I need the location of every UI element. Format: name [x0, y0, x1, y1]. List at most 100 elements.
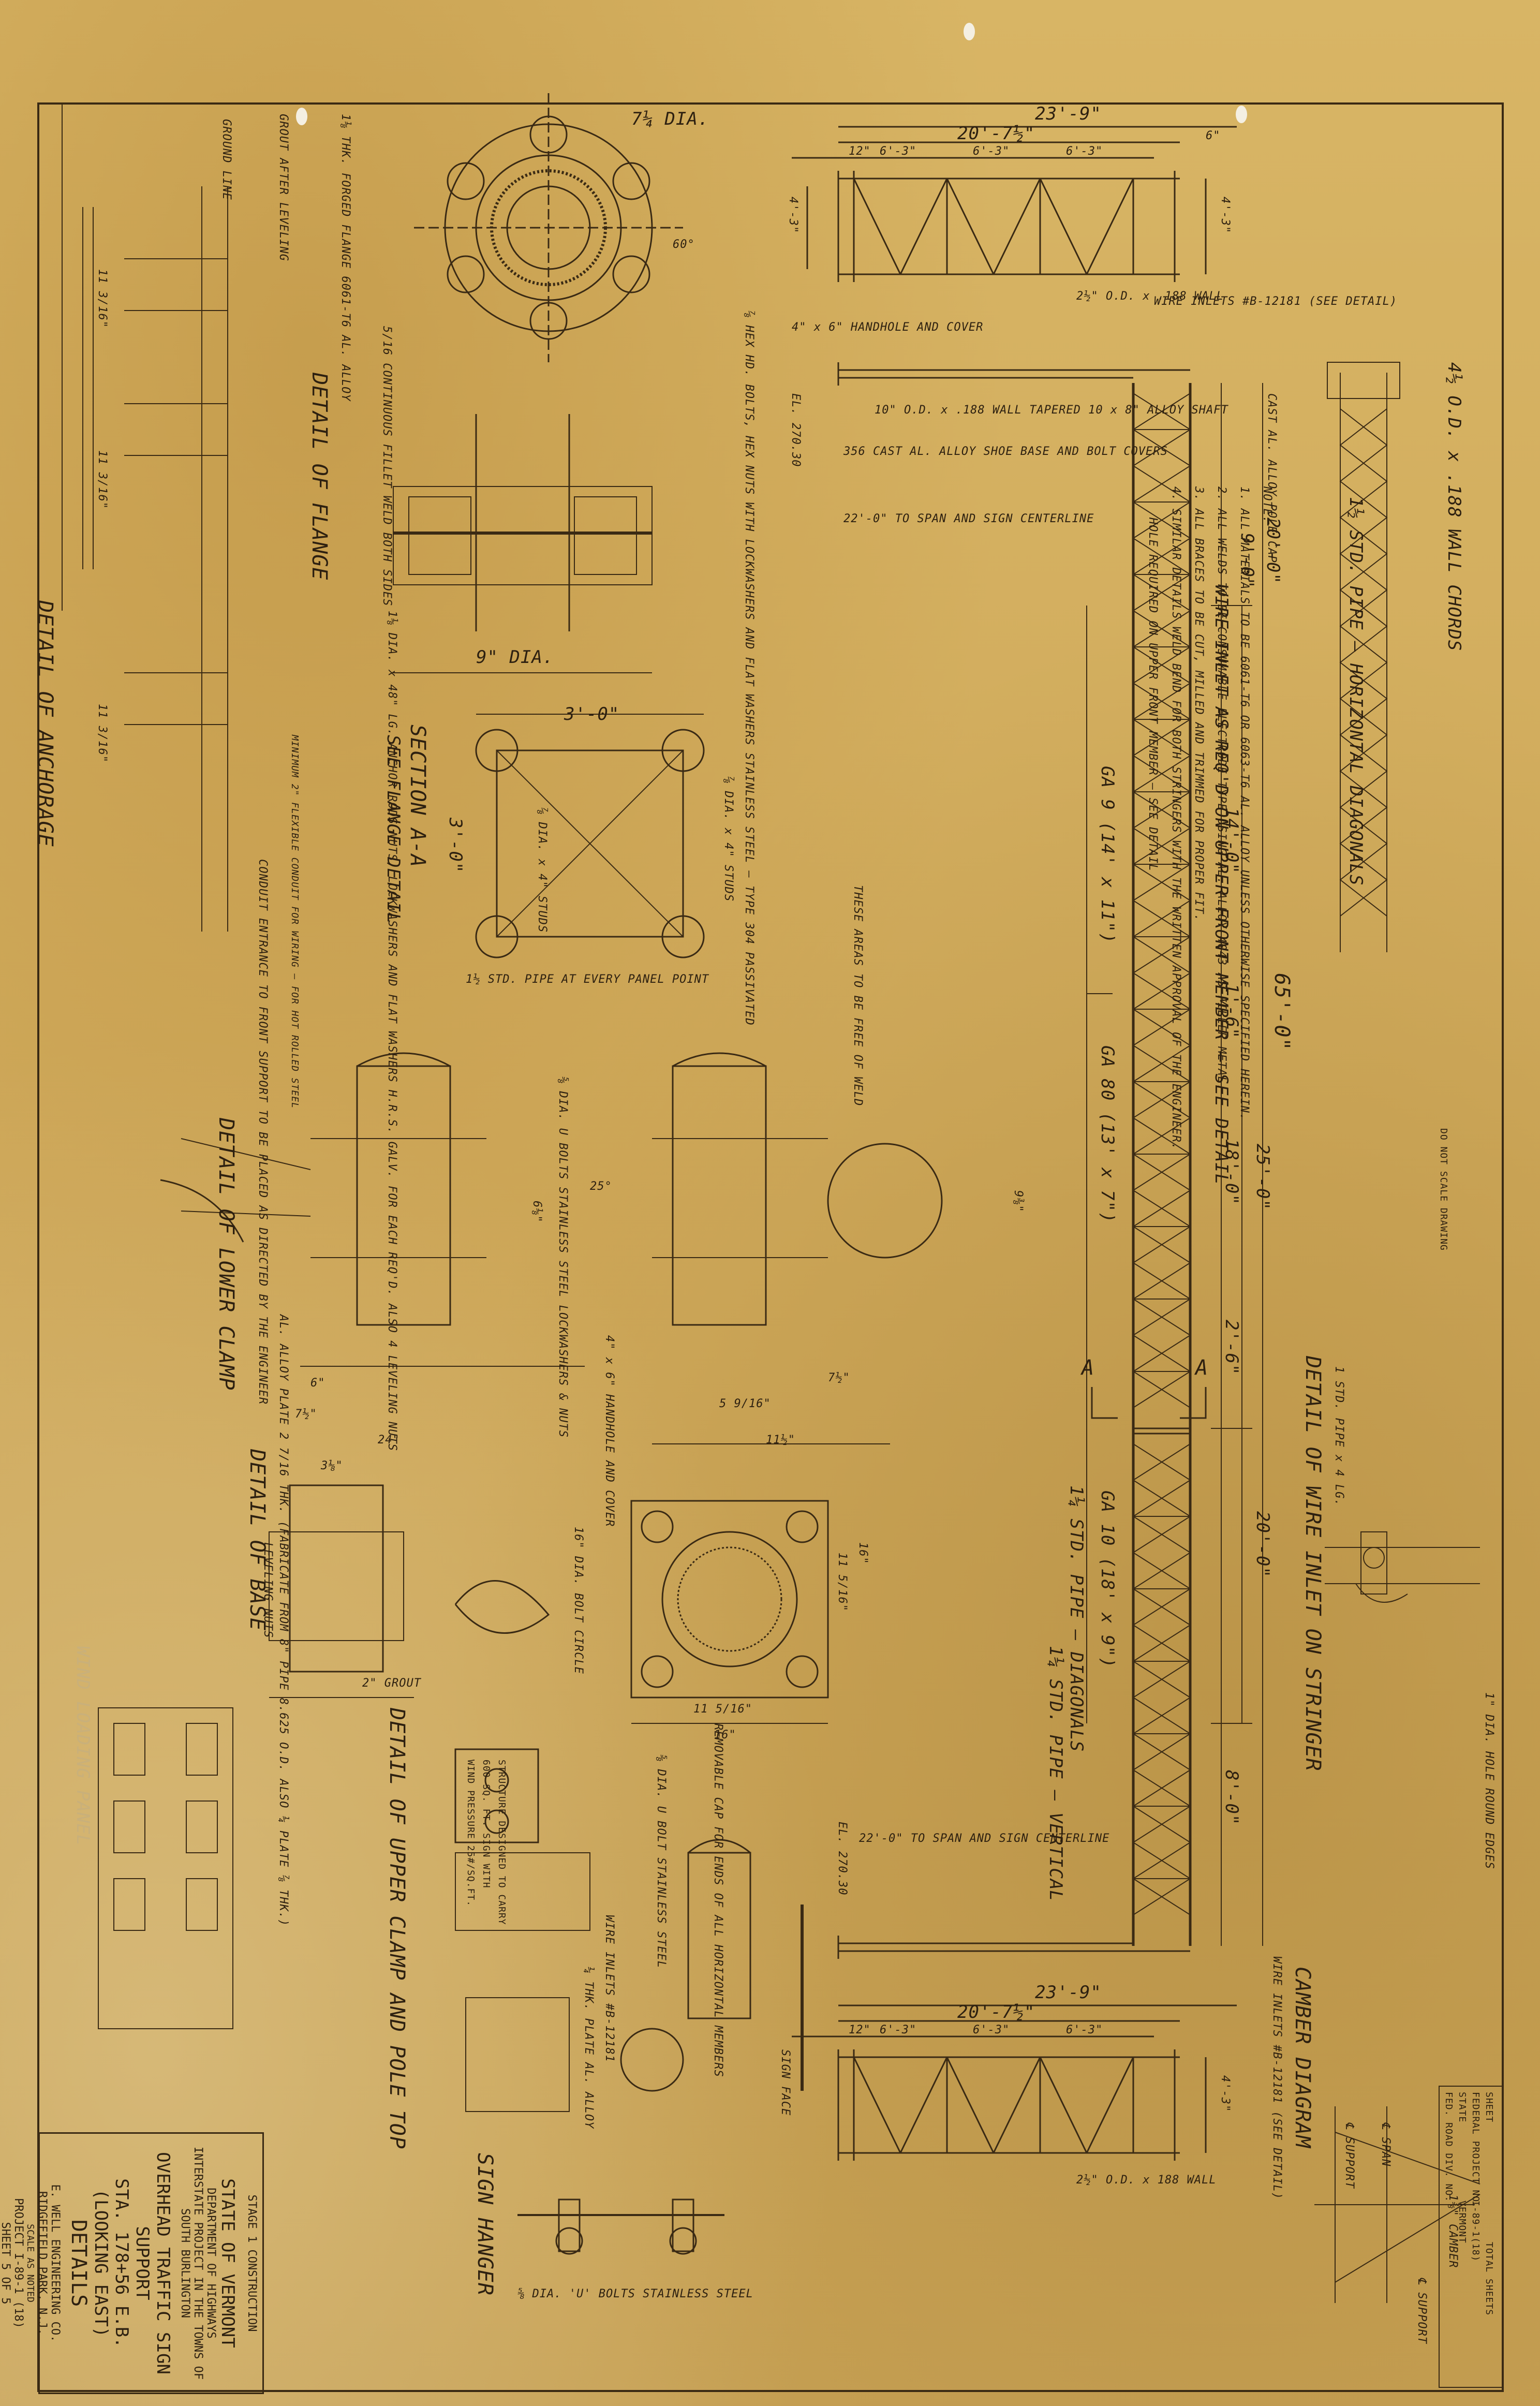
tb-department: DEPARTMENT OF HIGHWAYS — [204, 2188, 217, 2339]
ga10-label: GA 10 (18' x 9") — [1097, 1490, 1118, 1669]
tb-station: STA. 178+56 E.B. (LOOKING EAST) — [91, 2178, 132, 2348]
bot-panel-1: 6'-3" — [880, 2024, 917, 2036]
tb-location: RIDGEFIELD PARK, N.J. — [36, 2191, 49, 2336]
base-detail — [269, 1484, 829, 1724]
horizontal-pipe-note: 1½ STD. PIPE — HORIZONTAL DIAGONALS — [1345, 497, 1366, 886]
lc-dim-a: 6⅛" — [530, 1201, 543, 1223]
section-a-left: A — [1082, 1356, 1095, 1380]
studs-1: ⅞ DIA. x 4" STUDS — [536, 807, 549, 933]
lc-dim-5-9-16: 5 9/16" — [719, 1397, 771, 1410]
hdr-state: VERMONT — [1457, 2201, 1468, 2243]
upper-clamp-label: DETAIL OF UPPER CLAMP AND POLE TOP — [385, 1708, 409, 2149]
wind-loading-faded: WIND LOADING PANEL — [72, 1646, 93, 1846]
weld-section — [98, 1707, 233, 2029]
flange-plan — [414, 93, 683, 362]
tb-engineer: E. WELL ENGINEERING CO. — [49, 2184, 62, 2342]
bot-panel-0: 12" — [849, 2024, 871, 2036]
lower-clamp — [160, 1052, 943, 1444]
centerline-bot-note: 22'-0" TO SPAN AND SIGN CENTERLINE — [859, 1832, 1110, 1845]
section-width: 3'-0" — [564, 704, 620, 725]
ga80-label: GA 80 (13' x 7") — [1097, 1045, 1118, 1223]
flange-dia: 7¼ DIA. — [631, 109, 709, 129]
see-flange-detail: SEE FLANGE DETAIL — [383, 735, 404, 924]
stringer-pipe: 1 STD. PIPE x 4 LG. — [1332, 1366, 1345, 1507]
anchor-dim-1: 11 3/16" — [96, 269, 109, 328]
top-panel-2: 6'-3" — [973, 145, 1010, 158]
lc-dim-7-5b: 7½" — [828, 1371, 850, 1384]
flange-label: DETAIL OF FLANGE — [307, 373, 331, 581]
section-height: 3'-0" — [445, 818, 466, 874]
camber-support-1: ℄ SUPPORT — [1343, 2122, 1356, 2189]
bot-overall-dim: 23'-9" — [1035, 1982, 1102, 2003]
lc-handhole: 4" x 6" HANDHOLE AND COVER — [603, 1335, 616, 1527]
top-right-dim: 6" — [1206, 129, 1221, 142]
top-sub-dim: 20'-7½" — [957, 123, 1035, 144]
tb-town: SOUTH BURLINGTON — [179, 2208, 191, 2318]
camber-support-2: ℄ SUPPORT — [1415, 2277, 1428, 2344]
anchor-dim-3: 11 3/16" — [96, 704, 109, 763]
weld-free-areas: THESE AREAS TO BE FREE OF WELD — [851, 885, 864, 1106]
truss-diagonals — [1132, 393, 1191, 1915]
studs-2: ⅞ DIA. x 4" STUDS — [722, 776, 735, 902]
tb-project-desc: INTERSTATE PROJECT IN THE TOWNS OF — [191, 2146, 204, 2380]
seg3-dim: 20'-0" — [1252, 1511, 1273, 1578]
anchorage-label: DETAIL OF ANCHORAGE — [33, 600, 57, 847]
base-width: 24" — [378, 1434, 400, 1446]
base-dim-11a: 11 5/16" — [836, 1553, 849, 1612]
hdr-col3: FEDERAL PROJECT NO. — [1470, 2092, 1481, 2208]
conduit-note: MINIMUM 2" FLEXIBLE CONDUIT FOR WIRING —… — [289, 735, 300, 1109]
side-truss — [1327, 362, 1400, 952]
conduit-placed-note: CONDUIT ENTRANCE TO FRONT SUPPORT TO BE … — [256, 859, 269, 1405]
wire-bot-note: WIRE INLETS #B-12181 (SEE DETAIL) — [1270, 1956, 1283, 2200]
flange-forged: 1⅛ THK. FORGED FLANGE 6061-T6 AL. ALLOY — [339, 114, 352, 402]
base-grout: 2" GROUT — [362, 1677, 421, 1690]
span-65ft: 65'-0" — [1270, 973, 1294, 1051]
tb-sheet: SHEET 5 OF 5 — [0, 2222, 12, 2305]
seg2-dim: 25'-0" — [1252, 1144, 1273, 1211]
hole-req-note: HOLE REQUIRED ON UPPER FRONT MEMBER — SE… — [1146, 518, 1159, 872]
tb-sign-title: OVERHEAD TRAFFIC SIGN SUPPORT — [132, 2152, 173, 2374]
lower-clamp-label: DETAIL OF LOWER CLAMP — [214, 1118, 238, 1391]
bottom-plan-truss — [792, 2004, 1237, 2161]
hdr-col1: FED. ROAD DIV. NO. — [1443, 2092, 1454, 2203]
tb-project-no: PROJECT I-89-1 (18) — [12, 2198, 25, 2328]
note-2: 2. ALL WELDS TO BE CONSUMABLE ELECTRODE … — [1215, 486, 1228, 1091]
shoe-base-note: 356 CAST AL. ALLOY SHOE BASE AND BOLT CO… — [843, 445, 1168, 458]
top-height-dim: 4'-3" — [1219, 197, 1232, 234]
top-plan-truss — [792, 126, 1237, 282]
flange-bolts: ⅞ HEX HD. BOLTS, HEX NUTS WITH LOCKWASHE… — [743, 311, 756, 1026]
sign-face: SIGN FACE — [779, 2049, 792, 2116]
lc-dim-7-5: 7½" — [295, 1408, 317, 1421]
hanger-plate: ¼ THK. PLATE AL. ALLOY — [582, 1967, 595, 2129]
stringer-detail — [1325, 1531, 1480, 1603]
hdr-col2: STATE — [1457, 2092, 1468, 2123]
bot-panel-2: 6'-3" — [973, 2024, 1010, 2036]
anchorage-detail — [62, 104, 228, 932]
do-not-scale-stamp: DO NOT SCALE DRAWING — [1438, 1128, 1449, 1251]
top-panel-3: 6'-3" — [1066, 145, 1103, 158]
dim-2ft6: 2'-6" — [1221, 1320, 1242, 1376]
bot-pipe-note: 2½" O.D. x 188 WALL — [1076, 2174, 1217, 2187]
camber-label: CAMBER DIAGRAM — [1291, 1967, 1314, 2149]
title-block: STAGE 1 CONSTRUCTION STATE OF VERMONT DE… — [0, 2132, 264, 2394]
flange-weld: 5/16 CONTINUOUS FILLET WELD BOTH SIDES — [380, 326, 393, 607]
chords-note: 4½ O.D. x .188 WALL CHORDS — [1444, 362, 1464, 652]
top-overall-dim: 23'-9" — [1035, 104, 1102, 124]
diagonal-pipe-note: 1¼ STD. PIPE — DIAGONALS — [1066, 1485, 1087, 1752]
notes-title: NOTE: — [1261, 486, 1274, 524]
punch-hole — [964, 23, 975, 40]
punch-hole — [1236, 106, 1247, 123]
structure-note-2: 600 SQ. FT. SIGN WITH — [481, 1760, 492, 1888]
lc-dim-11-5: 11½" — [766, 1434, 795, 1446]
stringer-hole: 1" DIA. HOLE ROUND EDGES — [1483, 1692, 1495, 1869]
note-4: 4. SIMILAR DETAILS WELD BEND FOR BOTH ST… — [1169, 486, 1182, 1150]
tb-scale: SCALE AS NOTED — [25, 2224, 36, 2302]
base-dim-11b: 11 5/16" — [693, 1703, 752, 1716]
anchor-dim-2: 11 3/16" — [96, 450, 109, 509]
bot-panel-3: 6'-3" — [1066, 2024, 1103, 2036]
bolt-circle: 16" DIA. BOLT CIRCLE — [572, 1527, 585, 1674]
pipe-panel-note: 1½ STD. PIPE AT EVERY PANEL POINT — [466, 973, 709, 986]
vertical-pipe-note: 1¼ STD. PIPE — VERTICAL — [1045, 1646, 1066, 1901]
